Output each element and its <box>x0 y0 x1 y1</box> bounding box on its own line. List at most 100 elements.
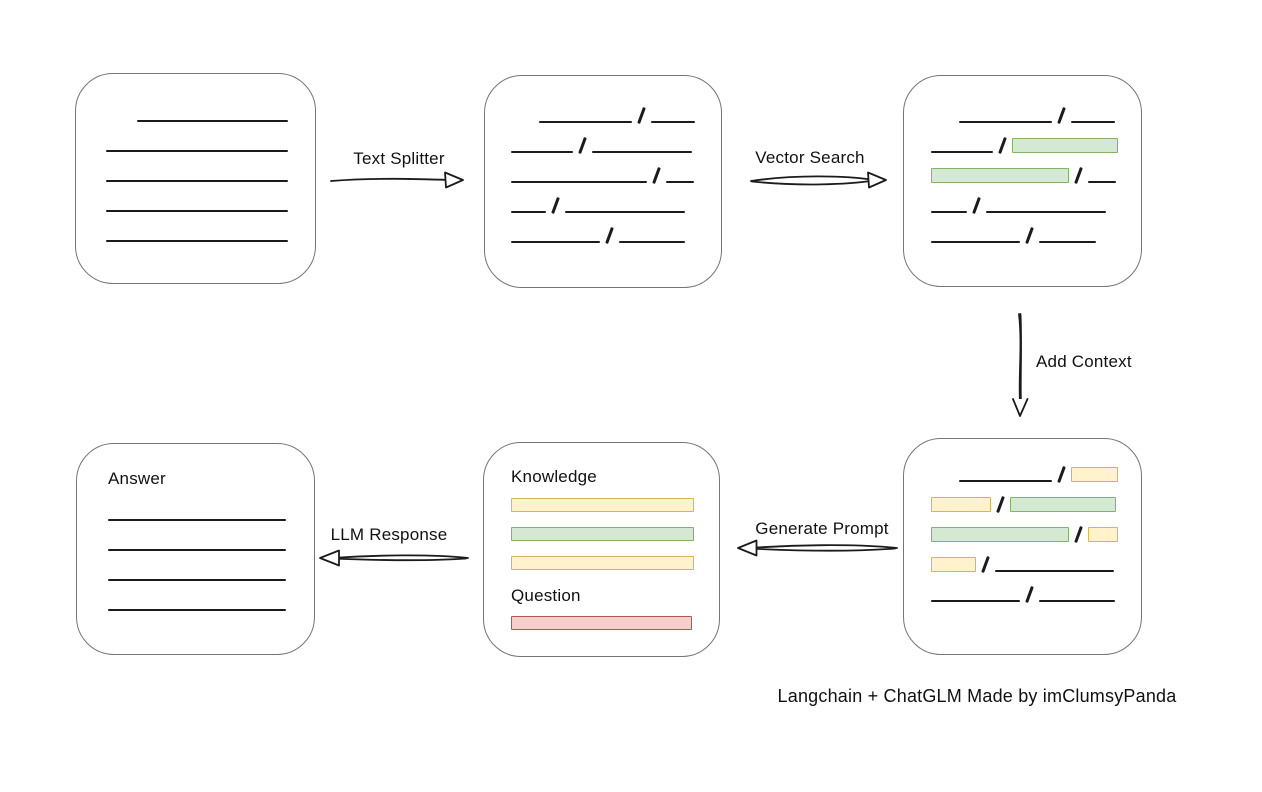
question-label: Question <box>511 586 581 605</box>
chunk-row <box>106 107 291 122</box>
chunk-row <box>511 196 695 215</box>
text-line <box>511 241 600 243</box>
text-line <box>511 211 546 213</box>
text-line <box>995 570 1114 572</box>
generate-prompt-label: Generate Prompt <box>755 519 889 538</box>
green-highlight-chunk <box>1012 138 1118 153</box>
text-line <box>137 120 288 122</box>
text-line <box>539 121 632 123</box>
chunk-row <box>931 226 1115 245</box>
question-bars <box>511 616 693 630</box>
green-highlight-chunk <box>931 168 1069 183</box>
prompt-box: Knowledge Question <box>483 442 720 657</box>
slash-separator <box>1057 465 1066 484</box>
text-line <box>666 181 694 183</box>
context-chunks-box <box>903 438 1142 655</box>
text-line <box>931 241 1020 243</box>
indent-gap <box>931 122 959 123</box>
green-bar <box>511 527 694 541</box>
text-line <box>592 151 692 153</box>
green-highlight-chunk <box>931 527 1069 542</box>
chunk-row <box>108 596 288 611</box>
yellow-highlight-chunk <box>1088 527 1118 542</box>
slash-separator <box>972 196 981 215</box>
yellow-bar <box>511 498 694 512</box>
text-line <box>651 121 695 123</box>
slash-separator <box>637 106 646 125</box>
slash-separator <box>551 196 560 215</box>
text-line <box>1088 181 1116 183</box>
text-line <box>511 151 573 153</box>
chunk-row <box>931 525 1118 544</box>
chunk-row <box>931 495 1116 514</box>
yellow-highlight-chunk <box>931 557 976 572</box>
chunk-row <box>931 166 1116 185</box>
text-line <box>106 240 288 242</box>
slash-separator <box>1025 585 1034 604</box>
answer-label: Answer <box>108 469 166 488</box>
chunk-row <box>511 136 695 155</box>
red-bar <box>511 616 692 630</box>
chunk-row <box>511 166 695 185</box>
yellow-highlight-chunk <box>931 497 991 512</box>
vector-search-arrow <box>750 171 887 189</box>
slash-separator <box>605 226 614 245</box>
yellow-bar <box>511 556 694 570</box>
chunk-row <box>108 506 288 521</box>
text-line <box>619 241 685 243</box>
slash-separator <box>1057 106 1066 125</box>
chunk-row <box>931 136 1118 155</box>
indent-gap <box>511 122 539 123</box>
knowledge-bars <box>511 498 694 570</box>
text-line <box>108 519 286 521</box>
answer-lines <box>108 506 288 611</box>
knowledge-label: Knowledge <box>511 467 597 486</box>
chunk-row <box>931 555 1115 574</box>
split-chunks-box <box>484 75 722 288</box>
text-splitter-label: Text Splitter <box>353 149 445 168</box>
slash-separator <box>996 495 1005 514</box>
add-context-label: Add Context <box>1036 352 1132 371</box>
source-document-box <box>75 73 316 284</box>
vector-search-label: Vector Search <box>755 148 865 167</box>
chunk-row <box>511 106 695 125</box>
text-line <box>931 211 967 213</box>
text-line <box>108 579 286 581</box>
text-line <box>986 211 1106 213</box>
attribution-text: Langchain + ChatGLM Made by imClumsyPand… <box>777 686 1177 706</box>
slash-separator <box>981 555 990 574</box>
yellow-highlight-chunk <box>1071 467 1118 482</box>
green-highlight-chunk <box>1010 497 1116 512</box>
text-line <box>959 480 1052 482</box>
chunk-row <box>931 465 1118 484</box>
chunk-row <box>931 196 1115 215</box>
text-line <box>1039 600 1115 602</box>
text-line <box>931 151 993 153</box>
chunk-row <box>108 536 288 551</box>
slash-separator <box>1025 226 1034 245</box>
text-line <box>108 549 286 551</box>
llm-response-arrow <box>319 549 469 567</box>
answer-box: Answer <box>76 443 315 655</box>
slash-separator <box>578 136 587 155</box>
chunk-row <box>106 167 291 182</box>
chunk-row <box>106 137 291 152</box>
chunk-row <box>511 226 695 245</box>
slash-separator <box>1074 166 1083 185</box>
chunk-row <box>931 585 1115 604</box>
matched-chunks-box <box>903 75 1142 287</box>
text-line <box>931 600 1020 602</box>
text-line <box>106 180 288 182</box>
indent-gap <box>106 121 137 122</box>
slash-separator <box>1074 525 1083 544</box>
indent-gap <box>931 481 959 482</box>
chunk-row <box>108 566 288 581</box>
chunk-row <box>931 106 1115 125</box>
text-line <box>108 609 286 611</box>
chunk-row <box>106 197 291 212</box>
text-line <box>106 150 288 152</box>
generate-prompt-arrow <box>737 539 898 557</box>
text-line <box>959 121 1052 123</box>
text-line <box>565 211 685 213</box>
